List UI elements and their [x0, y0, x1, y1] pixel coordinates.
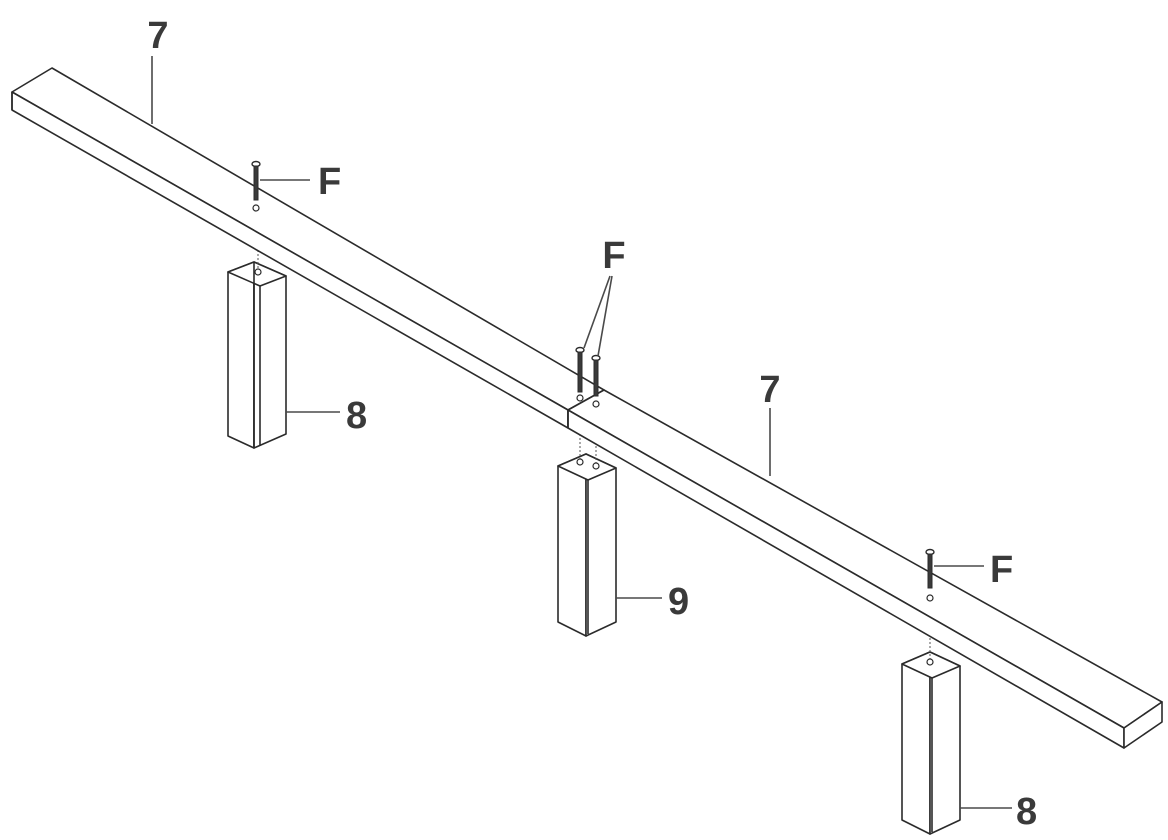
fastener-right — [925, 548, 935, 602]
callout-fastener-center: F — [602, 235, 625, 277]
callout-post-right: 8 — [1016, 791, 1037, 833]
leader-fastener-center-a — [583, 275, 611, 349]
fastener-center — [575, 346, 601, 408]
callout-beam-left: 7 — [147, 15, 168, 57]
post-right — [901, 602, 961, 835]
callout-post-center: 9 — [668, 581, 689, 623]
callout-beam-right: 7 — [759, 369, 780, 411]
post-left — [227, 214, 287, 449]
beam-left — [11, 67, 605, 429]
callout-fastener-left: F — [318, 161, 341, 203]
callout-fastener-right: F — [990, 549, 1013, 591]
fastener-left — [251, 160, 261, 212]
post-center — [557, 430, 617, 637]
leader-fastener-center-b — [597, 275, 613, 357]
callout-post-left: 8 — [346, 395, 367, 437]
beam-right — [567, 389, 1163, 749]
